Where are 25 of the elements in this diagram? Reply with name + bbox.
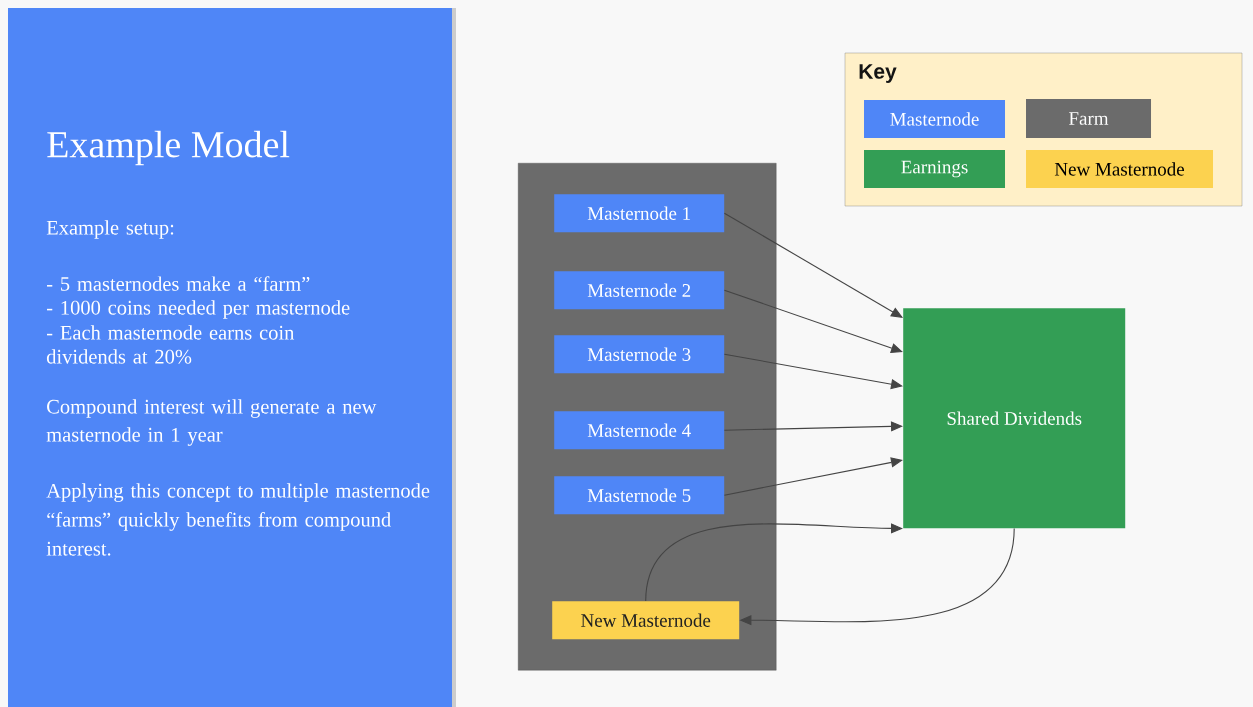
text-paragraph: Example setup: (46, 220, 174, 239)
masternode-box: Masternode 3 (554, 335, 725, 374)
slide-title: Example Model (47, 130, 290, 166)
masternode-box: Masternode 5 (554, 476, 725, 515)
legend-label: New Masternode (1054, 162, 1184, 176)
text-paragraph: - 5 masternodes make a “farm” (46, 276, 310, 291)
text-paragraph: Compound interest will generate a new masternode in 1 year (46, 399, 377, 446)
legend-label: Masternode (890, 112, 979, 126)
arrow (723, 457, 903, 496)
dividends-box: Shared Dividends (903, 308, 1126, 529)
arrow (723, 421, 903, 432)
arrow (645, 523, 903, 602)
arrow (723, 353, 903, 390)
masternode-box: Masternode 1 (554, 194, 725, 233)
text-paragraph: - Each masternode earns coin dividends at 20% (46, 325, 295, 364)
new-masternode-box: New Masternode (552, 601, 740, 640)
arrow (723, 212, 903, 318)
key-heading: Key (859, 64, 897, 83)
arrow (723, 289, 903, 353)
text-paragraph: - 1000 coins needed per masternode (46, 300, 350, 319)
masternode-box: Masternode 4 (554, 411, 725, 450)
text-paragraph: Applying this concept to multiple masternode “farms” quickly benefits from compound interest. (46, 483, 430, 556)
legend-label: Farm (1069, 112, 1109, 125)
masternode-box: Masternode 2 (554, 271, 725, 310)
legend-label: Earnings (901, 160, 968, 178)
